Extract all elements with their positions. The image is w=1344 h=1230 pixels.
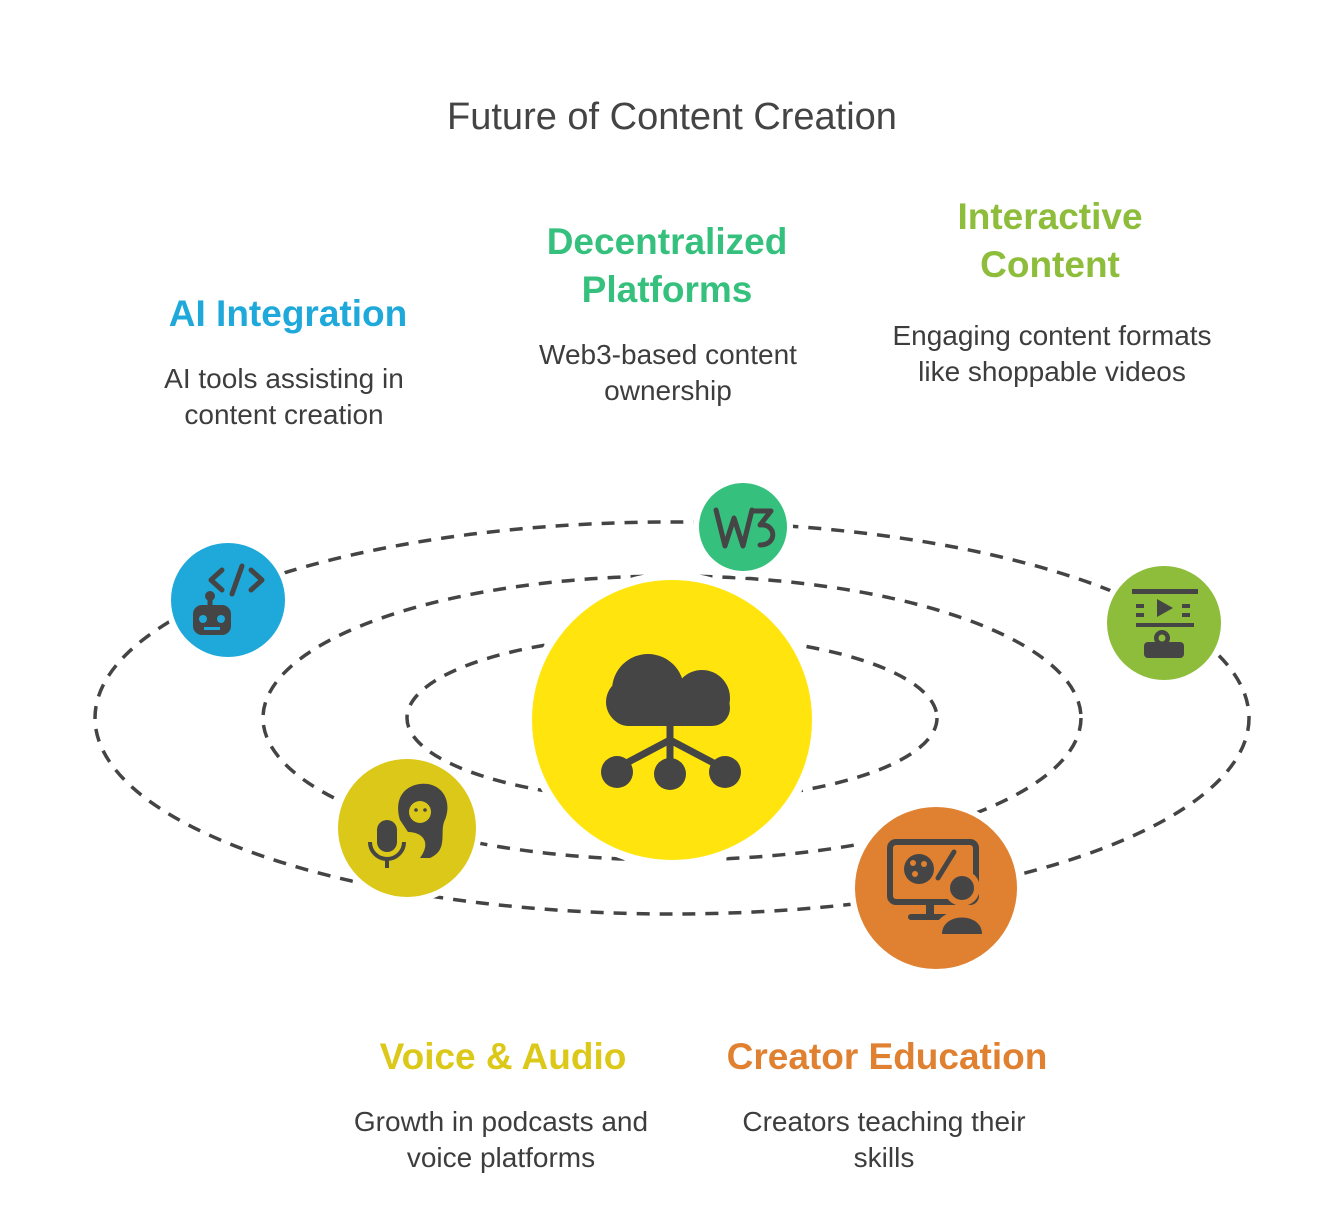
- voice-audio-label: Voice & Audio: [379, 1036, 627, 1077]
- robot-code-icon: [193, 563, 265, 635]
- outer-orbit: [93, 520, 1251, 916]
- decentralized-platforms-desc: Web3-based content ownership: [539, 339, 797, 406]
- decentralized-platforms-label: Decentralized Platforms: [546, 221, 788, 310]
- ai-integration-label: AI Integration: [168, 293, 408, 334]
- ai-integration-desc: AI tools assisting in content creation: [164, 363, 404, 430]
- node-interactive-content: [1101, 560, 1227, 686]
- middle-orbit: [261, 574, 1083, 862]
- diagram-title: Future of Content Creation: [447, 96, 897, 138]
- online-art-class-icon: [887, 839, 990, 938]
- cloud-network-icon: [601, 654, 741, 790]
- w3-icon: [713, 507, 776, 549]
- voice-audio-desc: Growth in podcasts and voice platforms: [353, 1106, 649, 1173]
- creator-education-desc: Creators teaching their skills: [742, 1106, 1026, 1173]
- node-creator-education: [849, 801, 1023, 975]
- interactive-content-desc: Engaging content formats like shoppable …: [892, 320, 1212, 387]
- ai-integration-circle: [165, 537, 291, 663]
- node-voice-audio: [332, 753, 482, 903]
- creator-education-circle: [849, 801, 1023, 975]
- video-presentation-icon: [1132, 589, 1198, 658]
- node-decentralized-platforms: [693, 477, 793, 577]
- interactive-content-label: Interactive Content: [957, 196, 1143, 285]
- voice-assistant-icon: [368, 783, 448, 868]
- node-ai-integration: [165, 537, 291, 663]
- center-node: [524, 572, 820, 868]
- decentralized-platforms-circle: [693, 477, 793, 577]
- creator-education-label: Creator Education: [726, 1036, 1048, 1077]
